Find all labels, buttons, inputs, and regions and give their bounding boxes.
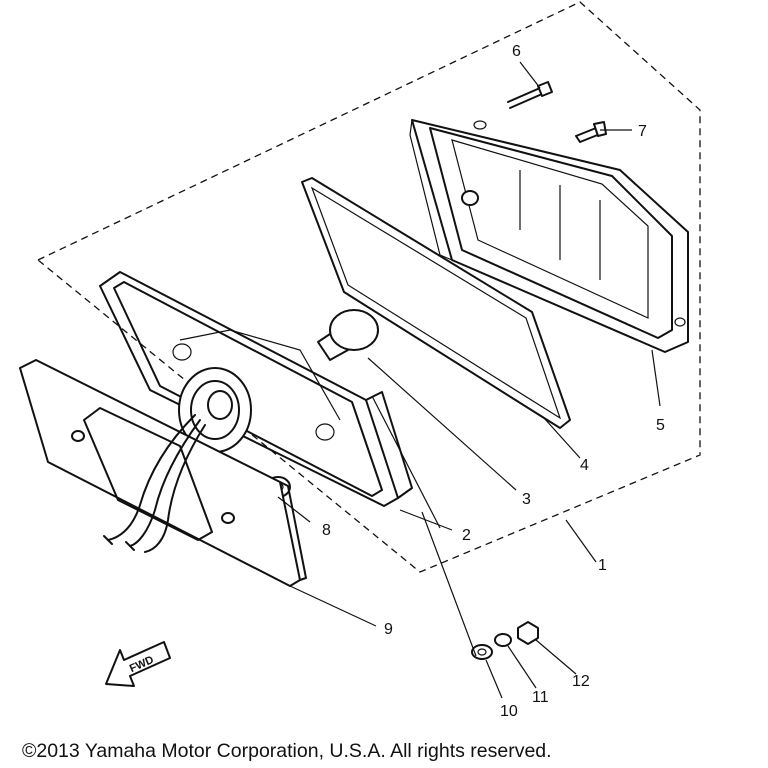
screw-6 <box>507 81 553 109</box>
callout-4: 4 <box>580 457 589 474</box>
washer <box>471 644 493 660</box>
copyright-notice: ©2013 Yamaha Motor Corporation, U.S.A. A… <box>22 740 552 762</box>
lamp-base <box>99 271 413 507</box>
callout-2: 2 <box>462 527 471 544</box>
lens-housing <box>409 119 689 353</box>
lock-washer <box>494 633 512 647</box>
bulb <box>317 309 379 361</box>
callout-3: 3 <box>522 491 531 508</box>
callout-10: 10 <box>500 703 518 720</box>
screw-7 <box>575 121 607 143</box>
callout-12: 12 <box>572 673 590 690</box>
callout-6: 6 <box>512 43 521 60</box>
callout-11: 11 <box>532 689 549 706</box>
mounting-plate <box>19 359 307 587</box>
gasket <box>301 177 571 429</box>
callout-5: 5 <box>656 417 665 434</box>
callout-9: 9 <box>384 621 393 638</box>
forward-arrow-icon: FWD <box>105 641 171 687</box>
nut <box>517 621 539 645</box>
callout-1: 1 <box>598 557 607 574</box>
assembly-boundary <box>36 1 701 573</box>
wire-harness <box>103 414 206 553</box>
callout-7: 7 <box>638 123 647 140</box>
callout-8: 8 <box>322 522 331 539</box>
leader-lines <box>277 61 661 699</box>
